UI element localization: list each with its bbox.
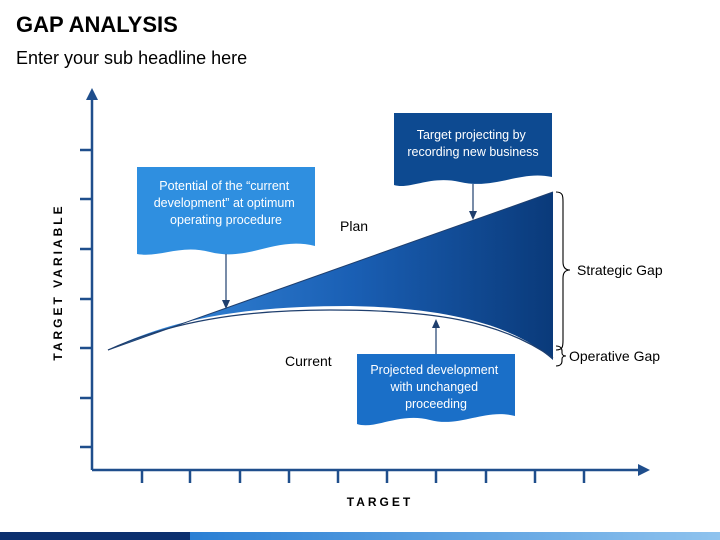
callout-projected-arrow-icon (432, 319, 440, 328)
footer-accent-bar (0, 532, 720, 540)
strategic-gap-brace (555, 191, 571, 351)
callout-projected-line-2: with unchanged (389, 380, 478, 394)
svg-text:Projected development wi: Projected development with unchanged pro… (370, 363, 501, 411)
callout-projected-line-3: proceeding (405, 397, 467, 411)
callout-potential-line-1: Potential of the “current (159, 179, 289, 193)
callout-potential: Potential of the “current development” a… (137, 167, 315, 309)
callout-potential-arrow-icon (222, 300, 230, 309)
page-title: GAP ANALYSIS (16, 12, 178, 37)
x-axis-arrow-icon (638, 464, 650, 476)
callout-target-shape (394, 113, 552, 187)
callout-target-line-2: recording new business (407, 145, 538, 159)
svg-text:Target projecting by rec: Target projecting by recording new busin… (407, 128, 538, 159)
callout-potential-shape (137, 167, 315, 255)
x-axis-ticks (140, 470, 586, 483)
callout-projected: Projected development with unchanged pro… (357, 319, 515, 426)
page-subtitle: Enter your sub headline here (16, 48, 248, 68)
plan-line (107, 191, 554, 351)
operative-gap-brace (555, 345, 567, 367)
callout-potential-line-3: operating procedure (170, 213, 282, 227)
footer-accent-dark (0, 532, 190, 540)
plan-label: Plan (340, 218, 368, 234)
y-axis-arrow-icon (86, 88, 98, 100)
callout-target: Target projecting by recording new busin… (394, 113, 552, 220)
strategic-gap-label: Strategic Gap (577, 262, 663, 278)
y-axis-ticks (80, 148, 92, 449)
callout-potential-line-2: development” at optimum (154, 196, 295, 210)
svg-text:Potential of the “current: Potential of the “current development” a… (154, 179, 299, 227)
x-axis-label: TARGET (347, 495, 413, 509)
callout-target-arrow-icon (469, 211, 477, 220)
callout-projected-line-1: Projected development (370, 363, 498, 377)
operative-gap-label: Operative Gap (569, 348, 660, 364)
current-label: Current (285, 353, 332, 369)
callout-target-line-1: Target projecting by (417, 128, 527, 142)
callout-projected-shape (357, 354, 515, 426)
y-axis-label: TARGET VARIABLE (51, 203, 65, 360)
gap-area (108, 192, 553, 360)
footer-accent-light (190, 532, 720, 540)
